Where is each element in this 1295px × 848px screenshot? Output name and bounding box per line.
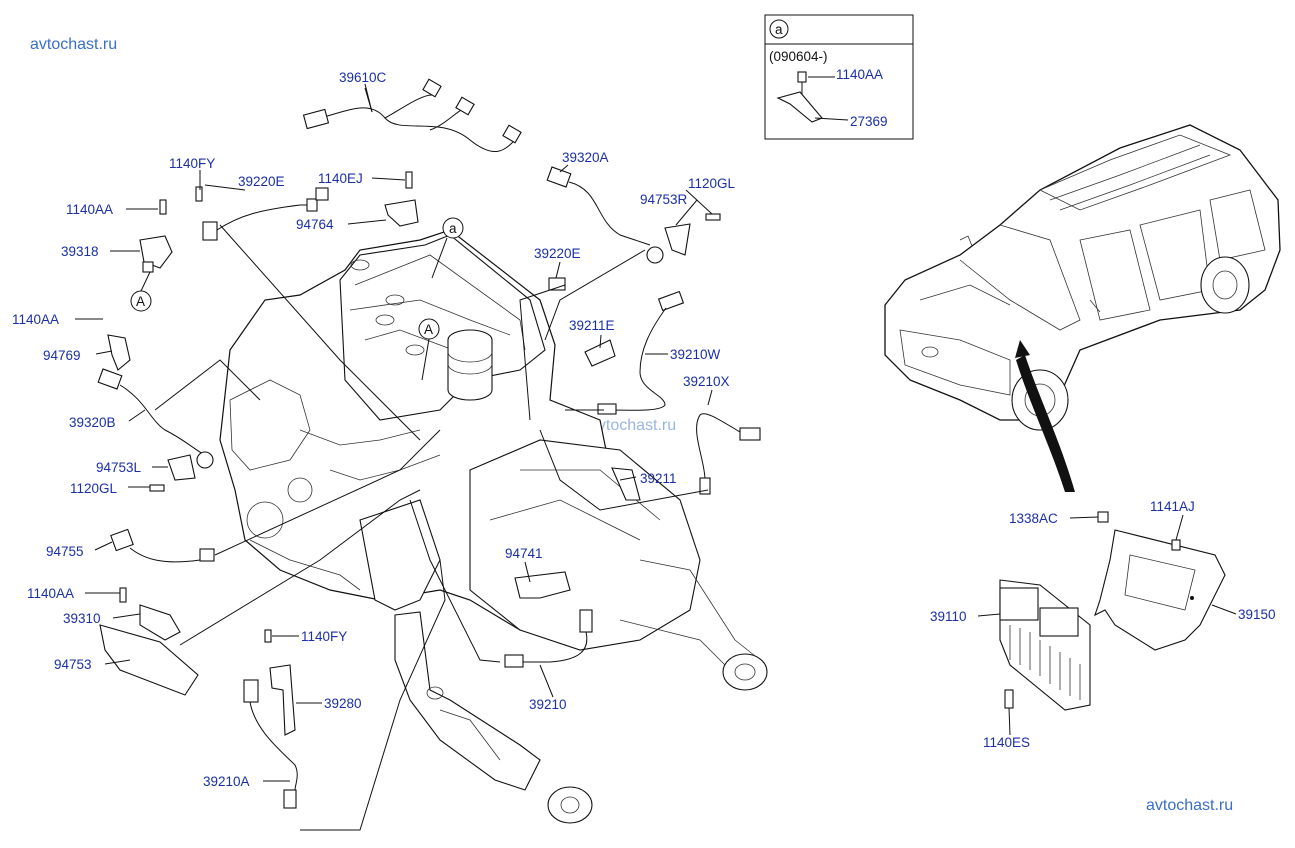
label-1140AA-top: 1140AA [66,202,113,217]
detail-box-note: (090604-) [769,49,828,64]
oxygen-sensor-39320A-icon [546,166,664,264]
label-94753R: 94753R [640,192,688,207]
bracket-94753L-icon [167,454,196,481]
label-39210A: 39210A [203,774,250,789]
label-1120GL-right: 1120GL [688,176,736,191]
label-39280: 39280 [324,696,362,711]
label-39310: 39310 [63,611,101,626]
callout-A-left: A [130,271,152,312]
catalytic-converter-icon [359,499,441,611]
wiring-harness [302,78,522,152]
label-39610C: 39610C [339,70,387,85]
label-94753: 94753 [54,657,92,672]
label-39150: 39150 [1238,607,1276,622]
part-labels: 39610C 39320A 1140FY 39220E 1140EJ 1120G… [12,70,1276,789]
ecu-module-icon [999,579,1091,711]
knock-sensor-icon [195,186,318,241]
label-detail-1140AA: 1140AA [836,67,883,82]
label-39220E-top: 39220E [238,174,285,189]
crank-sensor-icon [119,587,181,641]
bracket-bolt-icon [776,71,823,123]
oil-filter-icon [447,329,493,401]
label-39211E: 39211E [569,318,615,333]
bracket-39211-icon [611,467,641,501]
engine-block [219,229,768,824]
leader-lines [75,83,713,831]
label-1338AC: 1338AC [1009,511,1058,526]
label-94755: 94755 [46,544,84,559]
location-arrow-icon [1016,355,1075,492]
label-39318: 39318 [61,244,99,259]
ecu-leader-lines [977,514,1237,736]
bracket-94764-icon [315,171,419,227]
label-39110: 39110 [930,609,967,624]
sensor-39210A-icon [243,629,298,809]
label-detail-27369: 27369 [850,114,888,129]
label-94741: 94741 [505,546,543,561]
label-94764: 94764 [296,217,334,232]
label-94769: 94769 [43,348,81,363]
label-1140FY-low: 1140FY [301,629,347,644]
detail-box-callout-circle [769,19,789,39]
label-1140FY-top: 1140FY [169,156,215,171]
sensor-39210W-icon [584,290,685,415]
label-39210X: 39210X [683,374,730,389]
watermark-bottom-right: avtochast.ru [1146,797,1233,814]
connector-39220E-icon [548,277,566,291]
label-94753L: 94753L [96,460,142,475]
label-1141AJ: 1141AJ [1150,499,1195,514]
label-1140AA-low: 1140AA [27,586,74,601]
label-39210W: 39210W [670,347,721,362]
label-1140EJ: 1140EJ [318,171,363,186]
callout-A-engine-text: A [424,322,433,337]
heat-shield-icon [99,624,199,696]
label-39211: 39211 [640,471,677,486]
callout-A-left-text: A [136,294,145,309]
label-39210: 39210 [529,697,567,712]
callout-a: a [431,217,464,279]
sensor-94755-icon [110,528,215,563]
label-1120GL-left: 1120GL [70,481,118,496]
label-39320B: 39320B [69,415,116,430]
detail-box: a (090604-) 1140AA 27369 [764,14,914,140]
label-39220E-mid: 39220E [534,246,581,261]
label-1140ES: 1140ES [983,735,1030,750]
callout-a-text: a [449,221,457,236]
label-1140AA-left: 1140AA [12,312,59,327]
vehicle-icon [884,124,1281,431]
bracket-94769-icon [107,334,131,371]
watermark-top-left: avtochast.ru [30,36,117,53]
sensor-39210X-icon [696,413,761,495]
detail-box-letter: a [775,22,783,37]
callout-A-engine: A [418,318,440,381]
cam-sensor-icon [139,199,173,273]
label-39320A: 39320A [562,150,609,165]
bolt-1120GL-icon [149,484,165,492]
bracket-94753R-icon [664,213,721,256]
watermark-center: avtochast.ru [589,417,676,434]
ecu-bracket-icon [1094,511,1226,651]
oxygen-sensor-39320B-icon [97,368,214,469]
